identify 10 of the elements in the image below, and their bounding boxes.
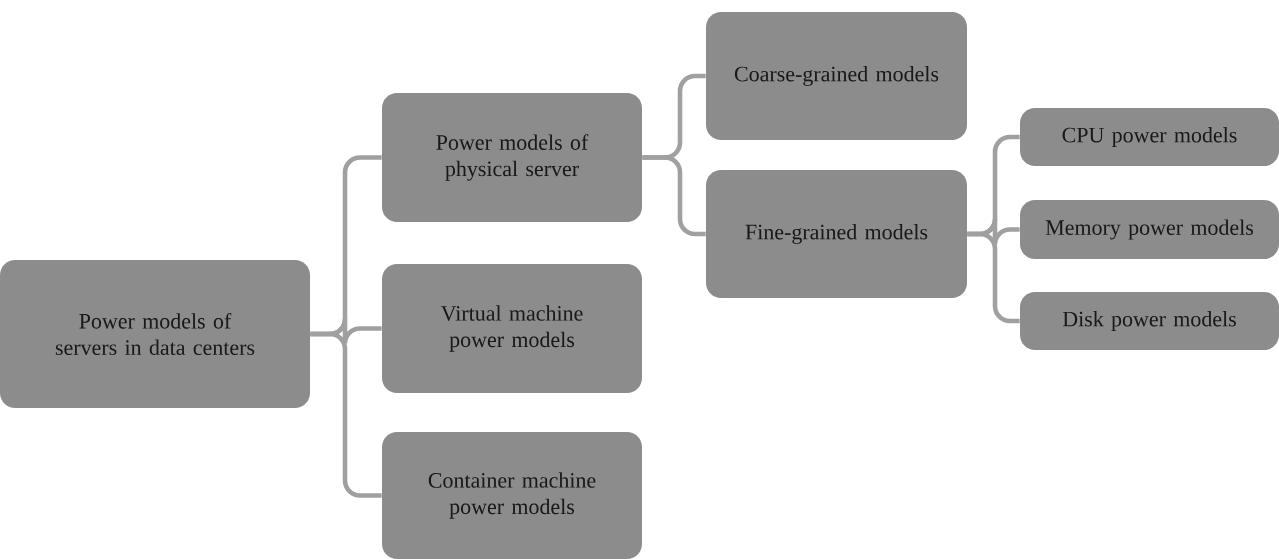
- process-box: Container machine power models: [382, 432, 642, 559]
- process-box: Power models of servers in data centers: [0, 260, 310, 408]
- process-box: Virtual machine power models: [382, 264, 642, 393]
- process-box: Disk power models: [1020, 292, 1279, 350]
- process-box: CPU power models: [1020, 108, 1279, 166]
- process-box: Memory power models: [1020, 200, 1279, 259]
- connector-line: [310, 331, 382, 498]
- process-box: Power models of physical server: [382, 93, 642, 222]
- process-box: Coarse-grained models: [706, 12, 967, 140]
- process-box: Fine-grained models: [706, 170, 967, 298]
